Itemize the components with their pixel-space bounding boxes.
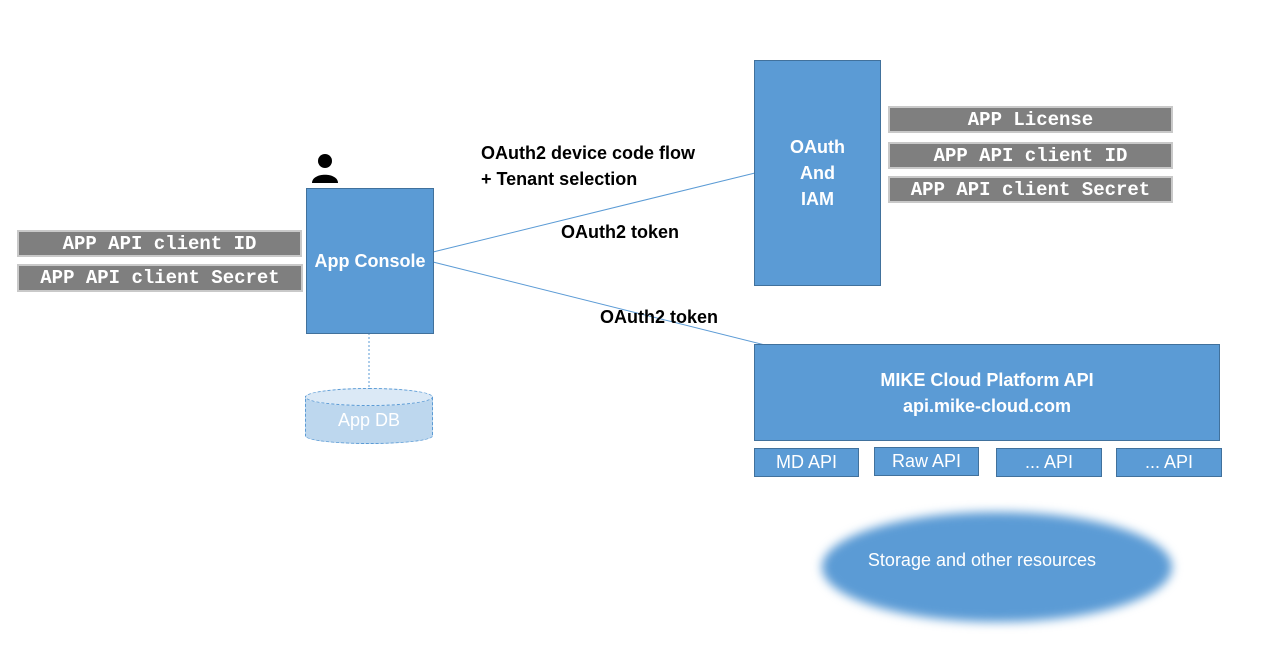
right-tag-client-id: APP API client ID xyxy=(888,142,1173,169)
oauth-iam-box: OAuth And IAM xyxy=(754,60,881,286)
api-box-md: MD API xyxy=(754,448,859,477)
app-console-label: App Console xyxy=(314,250,426,271)
storage-cloud-icon xyxy=(822,512,1172,622)
left-tag-client-id-label: APP API client ID xyxy=(62,232,257,255)
platform-api-box: MIKE Cloud Platform API api.mike-cloud.c… xyxy=(754,344,1220,441)
app-db-top xyxy=(305,388,433,406)
platform-api-title: MIKE Cloud Platform API xyxy=(880,369,1094,390)
api-box-other-1-label: ... API xyxy=(1024,452,1074,472)
api-box-raw: Raw API xyxy=(874,447,979,476)
right-tag-license: APP License xyxy=(888,106,1173,133)
api-box-other-2: ... API xyxy=(1116,448,1222,477)
oauth-iam-line-2: And xyxy=(799,163,835,183)
api-box-raw-label: Raw API xyxy=(891,451,962,471)
app-db-label: App DB xyxy=(337,410,401,430)
right-tag-client-secret: APP API client Secret xyxy=(888,176,1173,203)
left-tag-client-secret: APP API client Secret xyxy=(17,264,303,292)
right-tag-client-id-label: APP API client ID xyxy=(933,144,1128,167)
left-tag-client-id: APP API client ID xyxy=(17,230,302,257)
oauth-iam-line-3: IAM xyxy=(800,189,834,209)
device-flow-line-1: OAuth2 device code flow xyxy=(481,143,696,163)
storage-cloud-label: Storage and other resources xyxy=(867,550,1097,570)
token-to-iam-label: OAuth2 token xyxy=(561,222,680,242)
right-tag-license-label: APP License xyxy=(967,108,1094,131)
api-box-md-label: MD API xyxy=(775,452,837,472)
device-flow-line-2: + Tenant selection xyxy=(481,169,638,189)
line-console-to-iam xyxy=(432,172,756,253)
token-to-platform-label: OAuth2 token xyxy=(600,307,719,327)
person-icon xyxy=(312,154,338,183)
device-flow-label: OAuth2 device code flow + Tenant selecti… xyxy=(481,140,695,192)
platform-api-url: api.mike-cloud.com xyxy=(902,395,1072,416)
line-console-to-platform xyxy=(432,261,766,346)
api-box-other-2-label: ... API xyxy=(1144,452,1194,472)
app-console-box: App Console xyxy=(306,188,434,334)
api-box-other-1: ... API xyxy=(996,448,1102,477)
right-tag-client-secret-label: APP API client Secret xyxy=(910,178,1151,201)
left-tag-client-secret-label: APP API client Secret xyxy=(40,267,280,289)
oauth-iam-line-1: OAuth xyxy=(790,137,845,157)
